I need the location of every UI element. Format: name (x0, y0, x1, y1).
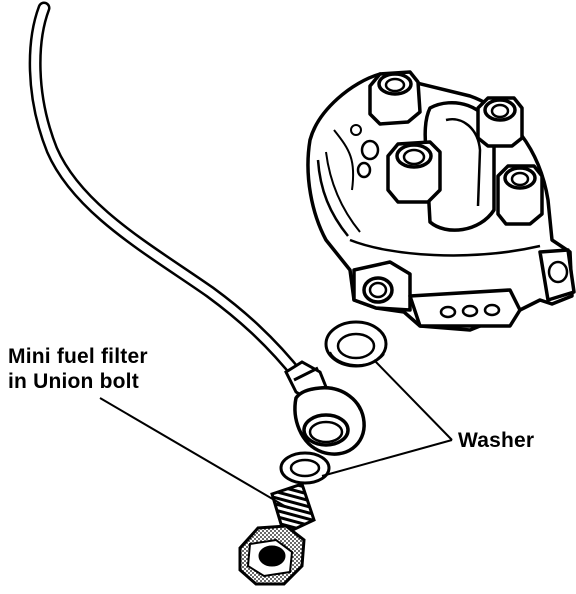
nozzle-front-left (386, 140, 442, 204)
lower-washer (279, 451, 331, 485)
washer-label: Washer (458, 429, 535, 452)
nozzle-top-left (368, 70, 422, 126)
leader-washer-upper (373, 359, 453, 441)
leader-filter (99, 397, 289, 509)
filter-label-line2: in Union bolt (8, 370, 139, 393)
banjo-fitting (293, 386, 366, 456)
union-bolt (238, 451, 331, 586)
leader-lines (99, 359, 453, 509)
fuel-hose (28, 1, 307, 385)
nozzle-top-right (476, 96, 524, 148)
mini-fuel-filter-label: Mini fuel filter in Union bolt (8, 344, 148, 394)
upper-washer (324, 320, 388, 368)
leader-washer-lower (321, 439, 453, 477)
injection-housing (306, 70, 576, 332)
nozzle-front-right (496, 164, 544, 226)
filter-label-line1: Mini fuel filter (8, 345, 148, 368)
